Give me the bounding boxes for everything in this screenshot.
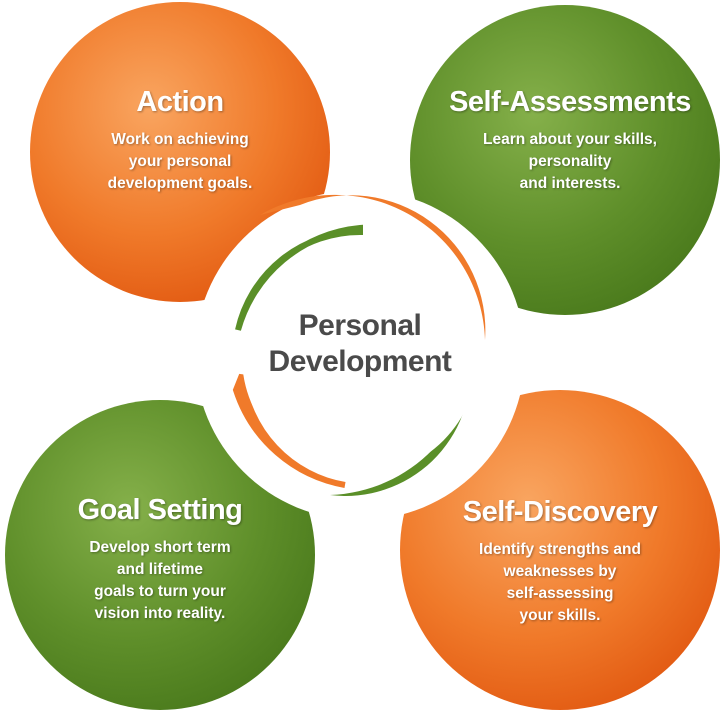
center-line-2: Development [268, 345, 452, 378]
self-discovery-title: Self-Discovery [462, 496, 658, 528]
goal-setting-line: vision into reality. [94, 605, 226, 622]
action-line: your personal [128, 153, 232, 170]
goal-setting-line: goals to turn your [94, 583, 226, 600]
action-line: development goals. [107, 175, 253, 192]
goal-setting-circle [5, 400, 315, 710]
self-assessments-title: Self-Assessments [449, 86, 691, 118]
self-assessments-line: and interests. [519, 175, 621, 192]
goal-setting-line: and lifetime [116, 561, 204, 578]
self-discovery-line: your skills. [519, 607, 601, 624]
self-discovery-block: Self-Discovery Identify strengths and we… [430, 496, 690, 627]
goal-setting-title: Goal Setting [77, 494, 243, 526]
self-assessments-circle [410, 5, 720, 315]
action-block: Action Work on achieving your personal d… [60, 86, 300, 195]
self-discovery-line: Identify strengths and [479, 541, 641, 558]
self-discovery-circle [400, 390, 720, 710]
center-line-1: Personal [298, 309, 422, 342]
self-discovery-line: weaknesses by [503, 563, 617, 580]
green-left-arc [235, 224, 363, 331]
orange-bottom-arc [232, 373, 346, 488]
action-line: Work on achieving [111, 131, 249, 148]
action-circle [30, 2, 330, 302]
self-assessments-line: Learn about your skills, [483, 131, 657, 148]
goal-setting-block: Goal Setting Develop short term and life… [30, 494, 290, 625]
center-circle [242, 239, 478, 475]
goal-setting-line: Develop short term [89, 539, 231, 556]
center-label: Personal Development [240, 308, 480, 380]
self-assessments-line: personality [528, 153, 612, 170]
action-title: Action [136, 86, 224, 118]
self-discovery-line: self-assessing [506, 585, 614, 602]
self-assessments-block: Self-Assessments Learn about your skills… [440, 86, 700, 195]
